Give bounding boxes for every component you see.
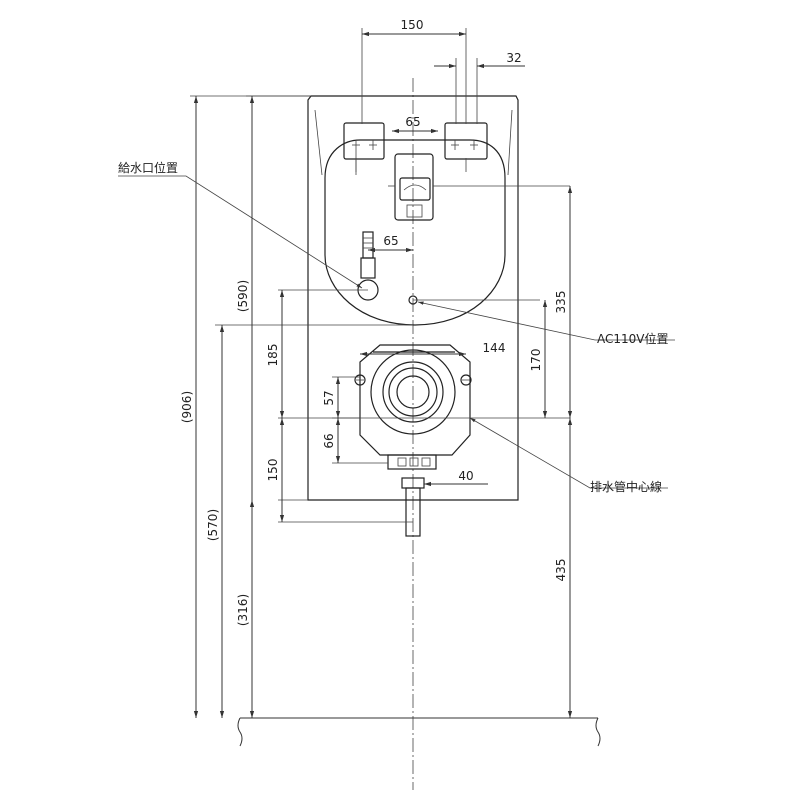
dim-height-906: (906) [180,391,194,423]
dim-57: 57 [322,390,336,405]
dim-outlet-offset-mid: 65 [383,234,398,248]
label-power-outlet: AC110V位置 [597,331,669,346]
left-bracket [343,122,385,175]
dim-outlet-offset-top: 65 [405,115,420,129]
right-bracket [444,122,488,172]
dim-335: 335 [554,291,568,314]
leader-lines [118,175,675,489]
dim-top-width: 150 [401,18,424,32]
flush-valve [388,153,440,221]
dim-top-small: 32 [506,51,521,65]
dim-height-316: (316) [236,594,250,626]
dim-drain-pipe-width: 40 [458,469,473,483]
extension-lines [190,28,570,523]
bottom-connector [387,454,437,537]
label-drain-center: 排水管中心線 [590,479,662,494]
floor-line [237,717,601,747]
dim-height-590: (590) [236,280,250,312]
dim-185: 185 [266,344,280,367]
dim-flange-width: 144 [483,341,506,355]
dim-170: 170 [529,349,543,372]
label-water-inlet: 給水口位置 [118,160,178,175]
tank-body [307,95,519,501]
dim-150: 150 [266,459,280,482]
dim-height-570: (570) [206,509,220,541]
dim-435: 435 [554,559,568,582]
dimension-lines [193,31,573,718]
dim-66: 66 [322,433,336,448]
